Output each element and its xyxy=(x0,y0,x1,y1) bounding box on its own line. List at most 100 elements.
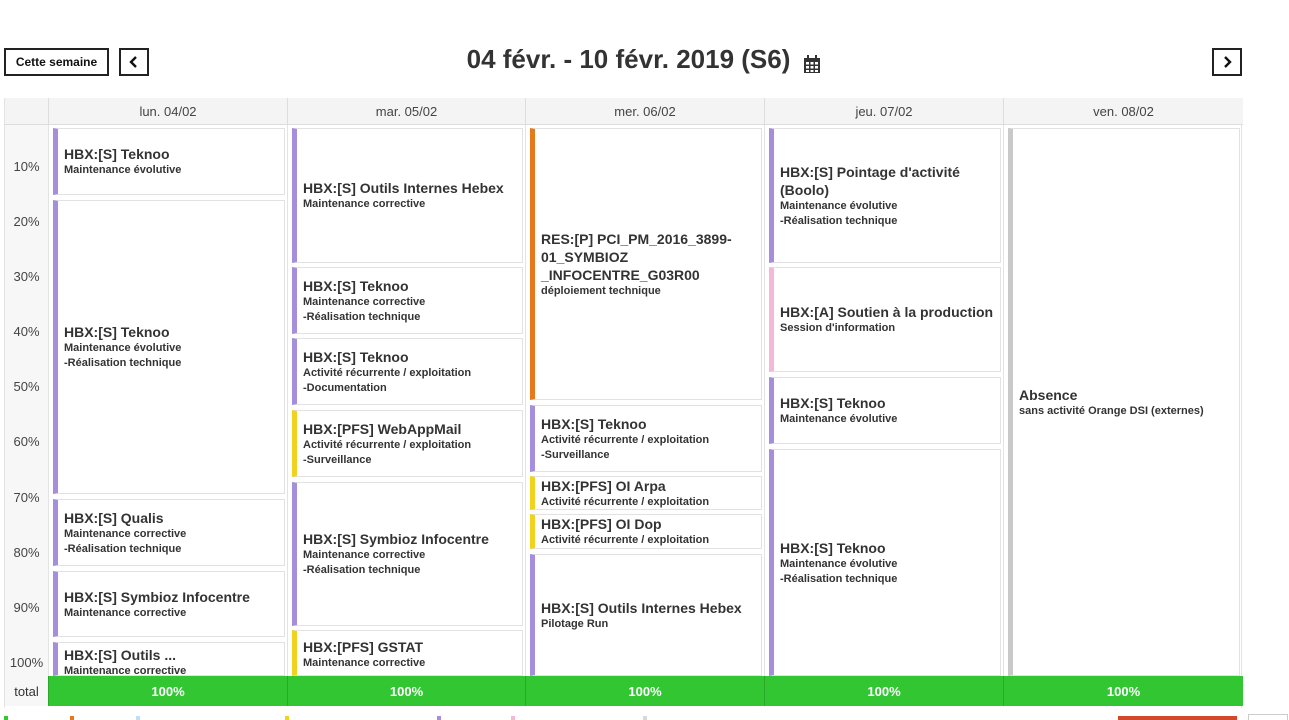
event-card[interactable]: HBX:[PFS] OI Arpa Activité récurrente / … xyxy=(530,476,762,510)
event-card[interactable]: HBX:[A] Soutien à la production Session … xyxy=(769,267,1001,372)
event-card[interactable]: HBX:[S] Teknoo Maintenance évolutive xyxy=(53,128,285,195)
chevron-right-icon xyxy=(1224,56,1232,68)
percent-label: 40% xyxy=(13,324,40,339)
event-title: HBX:[S] Outils Internes Hebex xyxy=(541,599,742,616)
event-subtitle: Maintenance évolutive xyxy=(780,557,898,570)
day-column-monday: HBX:[S] Teknoo Maintenance évolutive HBX… xyxy=(48,125,287,676)
event-card[interactable]: HBX:[S] Teknoo Maintenance évolutive -Ré… xyxy=(53,200,285,494)
event-detail: -Réalisation technique xyxy=(780,214,898,227)
event-title: HBX:[PFS] OI Dop xyxy=(541,516,662,532)
day-header-friday: ven. 08/02 xyxy=(1003,98,1243,125)
day-header-thursday: jeu. 07/02 xyxy=(764,98,1003,125)
event-card[interactable]: HBX:[PFS] WebAppMail Activité récurrente… xyxy=(292,410,523,477)
event-card[interactable]: HBX:[S] Qualis Maintenance corrective -R… xyxy=(53,499,285,566)
event-title: HBX:[S] Teknoo xyxy=(780,539,886,556)
event-subtitle: Maintenance évolutive xyxy=(780,413,898,425)
percent-label: 90% xyxy=(13,600,40,615)
percent-label: 10% xyxy=(13,159,40,174)
percent-label: 60% xyxy=(13,434,40,449)
percent-label: 80% xyxy=(13,545,40,560)
event-detail: -Réalisation technique xyxy=(64,357,182,369)
event-card[interactable]: HBX:[PFS] GSTAT Maintenance corrective xyxy=(292,630,523,676)
event-subtitle: Maintenance évolutive xyxy=(780,199,898,212)
event-detail: -Documentation xyxy=(303,381,387,394)
event-title: HBX:[S] Symbioz Infocentre xyxy=(303,531,489,547)
event-card[interactable]: HBX:[S] Pointage d'activité (Boolo) Main… xyxy=(769,128,1001,263)
event-card[interactable]: Absence sans activité Orange DSI (extern… xyxy=(1008,128,1240,676)
action-button-partial[interactable] xyxy=(1118,716,1237,720)
chevron-left-icon xyxy=(129,56,137,68)
event-subtitle: Activité récurrente / exploitation xyxy=(303,438,472,451)
legend-swatch xyxy=(285,716,289,720)
event-title: HBX:[PFS] GSTAT xyxy=(303,639,424,655)
event-card[interactable]: HBX:[S] Teknoo Maintenance évolutive xyxy=(769,377,1001,444)
event-subtitle: Activité récurrente / exploitation xyxy=(303,366,472,379)
week-title-bar: 04 févr. - 10 févr. 2019 (S6) xyxy=(0,44,1289,75)
event-card[interactable]: RES:[P] PCI_PM_2016_3899-01_SYMBIOZ _INF… xyxy=(530,128,762,400)
event-card[interactable]: HBX:[S] Teknoo Activité récurrente / exp… xyxy=(292,338,523,405)
event-detail: -Surveillance xyxy=(541,448,610,461)
event-detail: -Réalisation technique xyxy=(303,310,421,323)
total-thursday: 100% xyxy=(764,676,1003,706)
event-subtitle: sans activité Orange DSI (externes) xyxy=(1019,404,1204,417)
legend-swatch xyxy=(136,716,140,720)
event-detail: -Réalisation technique xyxy=(780,572,898,585)
next-week-button[interactable] xyxy=(1212,48,1242,76)
day-header-tuesday: mar. 05/02 xyxy=(287,98,525,125)
event-subtitle: Activité récurrente / exploitation xyxy=(541,534,710,546)
total-label: total xyxy=(5,676,48,706)
event-title: RES:[P] PCI_PM_2016_3899-01_SYMBIOZ _INF… xyxy=(541,230,732,283)
event-subtitle: Maintenance corrective xyxy=(64,606,187,619)
event-title: HBX:[S] Teknoo xyxy=(780,395,886,411)
event-title: HBX:[S] Pointage d'activité (Boolo) xyxy=(780,163,960,198)
day-column-wednesday: RES:[P] PCI_PM_2016_3899-01_SYMBIOZ _INF… xyxy=(525,125,764,676)
day-header-row: lun. 04/02 mar. 05/02 mer. 06/02 jeu. 07… xyxy=(5,98,1243,125)
event-subtitle: Maintenance corrective xyxy=(64,665,187,676)
scroll-box-partial xyxy=(1248,714,1288,720)
event-subtitle: déploiement technique xyxy=(541,284,661,297)
percent-label: 20% xyxy=(13,214,40,229)
event-card[interactable]: HBX:[S] Teknoo Maintenance corrective -R… xyxy=(292,267,523,334)
event-card[interactable]: HBX:[S] Symbioz Infocentre Maintenance c… xyxy=(53,571,285,637)
event-title: HBX:[S] Teknoo xyxy=(64,324,170,340)
event-title: HBX:[S] Qualis xyxy=(64,509,164,526)
total-friday: 100% xyxy=(1003,676,1243,706)
day-header-monday: lun. 04/02 xyxy=(48,98,287,125)
legend-strip xyxy=(0,712,1289,720)
event-title: HBX:[A] Soutien à la production xyxy=(780,304,994,320)
event-title: HBX:[S] Teknoo xyxy=(64,146,170,162)
event-card[interactable]: HBX:[S] Symbioz Infocentre Maintenance c… xyxy=(292,482,523,626)
event-subtitle: Maintenance évolutive xyxy=(64,342,182,354)
event-card[interactable]: HBX:[S] Outils Internes Hebex Pilotage R… xyxy=(530,554,762,676)
previous-week-button[interactable] xyxy=(119,48,149,76)
percent-axis: 10% 20% 30% 40% 50% 60% 70% 80% 90% 100% xyxy=(5,125,48,676)
totals-row: total 100% 100% 100% 100% 100% xyxy=(5,676,1243,706)
event-card[interactable]: HBX:[S] Outils ... Maintenance correctiv… xyxy=(53,642,285,676)
this-week-button[interactable]: Cette semaine xyxy=(4,48,109,76)
event-subtitle: Maintenance corrective xyxy=(303,549,426,561)
event-card[interactable]: HBX:[S] Teknoo Maintenance évolutive -Ré… xyxy=(769,449,1001,676)
day-column-friday: Absence sans activité Orange DSI (extern… xyxy=(1003,125,1243,676)
week-grid: lun. 04/02 mar. 05/02 mer. 06/02 jeu. 07… xyxy=(4,98,1243,708)
percent-label: 100% xyxy=(9,655,44,670)
event-subtitle: Maintenance évolutive xyxy=(64,164,182,176)
calendar-icon[interactable] xyxy=(802,50,822,73)
event-subtitle: Maintenance corrective xyxy=(303,657,426,669)
event-title: HBX:[S] Symbioz Infocentre xyxy=(64,588,250,605)
event-detail: -Réalisation technique xyxy=(303,564,421,576)
event-title: HBX:[S] Teknoo xyxy=(541,415,647,432)
event-title: HBX:[PFS] OI Arpa xyxy=(541,477,666,494)
event-card[interactable]: HBX:[PFS] OI Dop Activité récurrente / e… xyxy=(530,514,762,549)
day-column-thursday: HBX:[S] Pointage d'activité (Boolo) Main… xyxy=(764,125,1003,676)
event-title: Absence xyxy=(1019,386,1078,403)
event-title: HBX:[PFS] WebAppMail xyxy=(303,420,462,437)
event-card[interactable]: HBX:[S] Outils Internes Hebex Maintenanc… xyxy=(292,128,523,263)
percent-label: 70% xyxy=(13,490,40,505)
event-card[interactable]: HBX:[S] Teknoo Activité récurrente / exp… xyxy=(530,405,762,472)
event-subtitle: Maintenance corrective xyxy=(64,527,187,540)
legend-swatch xyxy=(70,716,74,720)
event-subtitle: Maintenance corrective xyxy=(303,295,426,308)
event-subtitle: Activité récurrente / exploitation xyxy=(541,433,710,446)
legend-swatch xyxy=(4,716,8,720)
event-subtitle: Pilotage Run xyxy=(541,617,609,630)
